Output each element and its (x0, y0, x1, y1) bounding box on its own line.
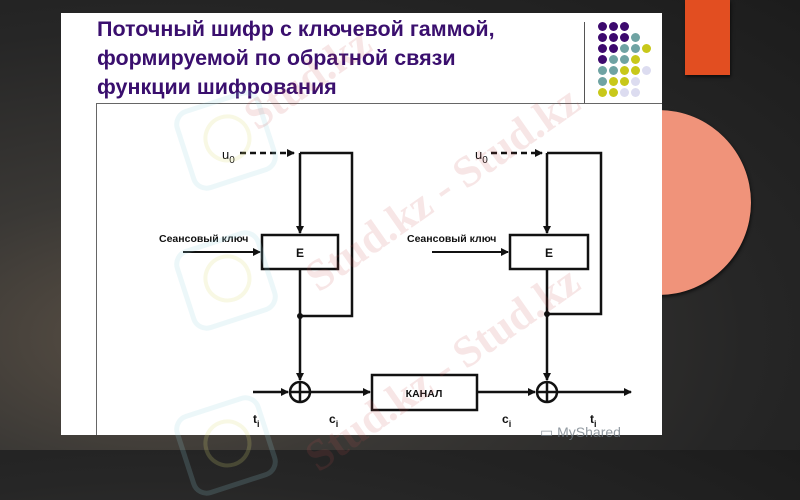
decorative-dot (620, 77, 629, 86)
decorative-dot (620, 55, 629, 64)
decorative-dot (631, 33, 640, 42)
decorative-dot (642, 66, 651, 75)
ciphertext-label-left: ci (329, 412, 338, 429)
title-line-2: формируемой по обратной связи (97, 46, 456, 70)
iv-label-left: u0 (222, 147, 235, 166)
decorative-dot (598, 55, 607, 64)
feedback-loop-right (547, 151, 603, 316)
decorative-dot (598, 33, 607, 42)
session-key-label-right: Сеансовый ключ (407, 233, 496, 245)
decorative-dot (609, 55, 618, 64)
channel-label: КАНАЛ (406, 388, 443, 400)
junction-dot-left (297, 313, 303, 319)
decorative-dot (620, 22, 629, 31)
ciphertext-label-right: ci (502, 412, 511, 429)
decorative-dot (598, 22, 607, 31)
e-block-label-right: E (545, 246, 553, 260)
diagram-frame (96, 104, 663, 435)
decorative-dot (642, 44, 651, 53)
decorative-dot (609, 33, 618, 42)
session-key-label-left: Сеансовый ключ (159, 233, 248, 245)
decorative-dot (620, 44, 629, 53)
title-line-1: Поточный шифр с ключевой гаммой, (97, 17, 495, 41)
decorative-dot (620, 33, 629, 42)
e-block-right (508, 233, 590, 271)
decorative-dot (609, 77, 618, 86)
slide-title: Поточный шифр с ключевой гаммой, формиру… (97, 15, 577, 102)
encryptor-block-group (183, 149, 371, 404)
title-line-3: функции шифрования (97, 75, 337, 99)
plaintext-label-right: ti (590, 412, 597, 429)
presentation-icon: ▭ (540, 424, 558, 440)
myshared-watermark: ▭ MyShared (540, 424, 621, 440)
feedback-loop-left (300, 151, 354, 318)
decorative-dot (598, 88, 607, 97)
decorative-dot (631, 88, 640, 97)
slide: Поточный шифр с ключевой гаммой, формиру… (61, 13, 663, 500)
decorative-dot (609, 22, 618, 31)
e-block-label-left: E (296, 246, 304, 260)
iv-label-right: u0 (475, 147, 488, 166)
decorative-dot (609, 44, 618, 53)
decorative-dot (631, 55, 640, 64)
title-divider-horizontal (96, 103, 662, 104)
decorative-dot (598, 66, 607, 75)
decorative-dot (598, 77, 607, 86)
title-divider-vertical (584, 22, 585, 103)
decorative-dot (609, 66, 618, 75)
plaintext-label-left: ti (253, 412, 260, 429)
decorative-dot (620, 66, 629, 75)
feedback-stream-cipher-diagram: u0 Сеансовый ключ E ti ci КАНАЛ u0 Сеанс… (159, 147, 632, 429)
decorative-dot (631, 77, 640, 86)
decorative-dot (620, 88, 629, 97)
decorative-dot (609, 88, 618, 97)
decryptor-block-group (432, 149, 632, 404)
decorative-orange-rectangle (685, 0, 730, 75)
decorative-dot (631, 66, 640, 75)
decorative-dot (631, 44, 640, 53)
junction-dot-right (544, 311, 550, 317)
decorative-dot (598, 44, 607, 53)
